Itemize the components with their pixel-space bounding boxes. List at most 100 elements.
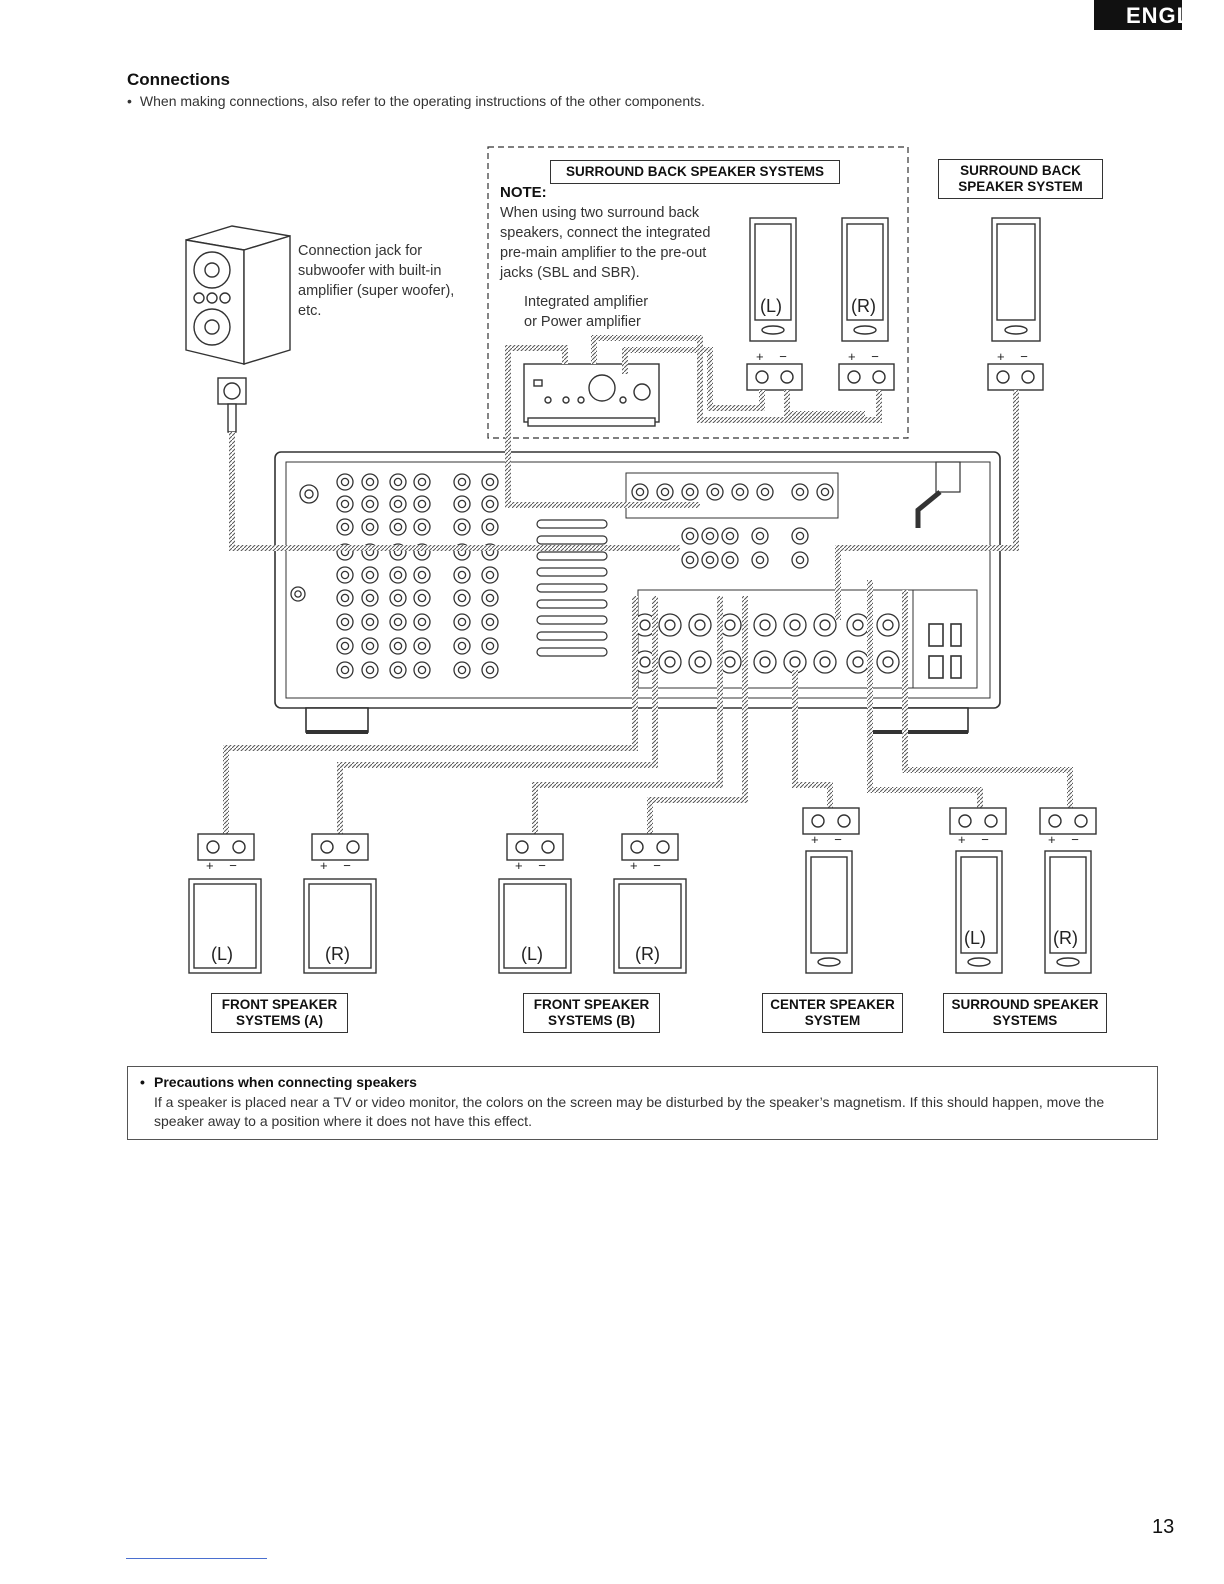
surround-back-speaker-single — [991, 217, 1041, 342]
jack-core — [882, 656, 894, 668]
integrated-amplifier-icon — [523, 363, 660, 427]
jack-core — [485, 665, 495, 675]
label-line: FRONT SPEAKER — [221, 997, 338, 1012]
jack-core — [660, 487, 670, 497]
note-line: pre-main amplifier to the pre-out — [500, 245, 707, 261]
subwoofer-caption-line: amplifier (super woofer), — [298, 283, 455, 299]
jack-core — [485, 522, 495, 532]
speaker-right-label: (R) — [325, 944, 350, 964]
footer-rule — [126, 1558, 267, 1559]
jack-core — [417, 570, 427, 580]
jack-core — [417, 593, 427, 603]
precautions-title: Precautions when connecting speakers — [140, 1074, 1147, 1090]
section-title: Connections — [127, 70, 230, 89]
jack-core — [393, 570, 403, 580]
jack-core — [789, 656, 801, 668]
jack-core — [417, 499, 427, 509]
jack-core — [819, 619, 831, 631]
jack-core — [685, 487, 695, 497]
jack-core — [795, 531, 805, 541]
label-line: SYSTEMS — [992, 1013, 1058, 1028]
precautions-box: Precautions when connecting speakers If … — [127, 1066, 1158, 1140]
jack-core — [694, 619, 706, 631]
jack-core — [457, 593, 467, 603]
jack-core — [789, 619, 801, 631]
jack-core — [304, 489, 314, 499]
speaker-terminals-top — [746, 363, 1044, 391]
jack-core — [820, 487, 830, 497]
surround-speaker-label: SURROUND SPEAKER SYSTEMS — [943, 993, 1107, 1033]
jack-core — [340, 522, 350, 532]
polarity-label: + − — [515, 858, 552, 873]
speaker-left-label: (L) — [521, 944, 543, 964]
jack-core — [852, 619, 864, 631]
subwoofer-caption: Connection jack for subwoofer with built… — [298, 241, 472, 321]
label-line: CENTER SPEAKER — [770, 997, 895, 1012]
jack-core — [365, 477, 375, 487]
subwoofer-caption-line: Connection jack for — [298, 243, 423, 259]
surround-back-systems-label: SURROUND BACK SPEAKER SYSTEMS — [550, 160, 840, 184]
front-speaker-b-label: FRONT SPEAKER SYSTEMS (B) — [523, 993, 660, 1033]
jack-core — [457, 641, 467, 651]
polarity-label: + − — [206, 858, 243, 873]
jack-core — [457, 570, 467, 580]
jack-core — [393, 522, 403, 532]
label-line: SURROUND SPEAKER — [951, 997, 1099, 1012]
jack-core — [393, 593, 403, 603]
intro-text: •When making connections, also refer to … — [127, 93, 705, 109]
subwoofer-caption-line: subwoofer with built-in — [298, 263, 442, 279]
jack-core — [725, 555, 735, 565]
jack-core — [365, 641, 375, 651]
jack-core — [393, 665, 403, 675]
jack-core — [393, 617, 403, 627]
jack-core — [760, 487, 770, 497]
amp-caption-line: or Power amplifier — [524, 314, 641, 330]
jack-core — [340, 499, 350, 509]
jack-core — [705, 555, 715, 565]
jack-core — [294, 590, 302, 598]
jack-core — [664, 656, 676, 668]
amplifier-caption: Integrated amplifier or Power amplifier — [524, 292, 648, 332]
front-speaker-a-label: FRONT SPEAKER SYSTEMS (A) — [211, 993, 348, 1033]
jack-core — [710, 487, 720, 497]
note-line: jacks (SBL and SBR). — [500, 265, 640, 281]
surround-back-speaker-right — [841, 217, 889, 342]
front-a-speakers — [188, 878, 377, 974]
polarity-label: + − — [958, 832, 995, 847]
jack-core — [635, 487, 645, 497]
jack-core — [340, 617, 350, 627]
jack-core — [485, 593, 495, 603]
polarity-label: + − — [848, 349, 885, 364]
subwoofer-jack-icon — [217, 377, 247, 433]
jack-core — [819, 656, 831, 668]
front-b-speakers — [498, 878, 687, 974]
jack-core — [457, 665, 467, 675]
jack-core — [485, 499, 495, 509]
jack-core — [393, 499, 403, 509]
jack-core — [457, 617, 467, 627]
rear-panel-jacks — [290, 473, 900, 679]
surround-speakers — [955, 850, 1092, 974]
jack-core — [417, 665, 427, 675]
jack-core — [759, 656, 771, 668]
jack-core — [340, 665, 350, 675]
jack-core — [365, 593, 375, 603]
jack-core — [639, 619, 651, 631]
subwoofer-icon — [185, 225, 291, 365]
jack-core — [639, 656, 651, 668]
speaker-terminals-bottom — [197, 807, 1097, 861]
jack-core — [340, 477, 350, 487]
jack-core — [340, 593, 350, 603]
jack-core — [365, 499, 375, 509]
jack-core — [365, 665, 375, 675]
jack-core — [735, 487, 745, 497]
polarity-label: + − — [811, 832, 848, 847]
label-line: FRONT SPEAKER — [533, 997, 650, 1012]
polarity-label: + − — [756, 349, 793, 364]
subwoofer-caption-line: etc. — [298, 303, 322, 319]
amp-caption-line: Integrated amplifier — [524, 294, 649, 310]
bullet: • — [127, 93, 132, 109]
jack-core — [457, 499, 467, 509]
jack-core — [664, 619, 676, 631]
jack-core — [882, 619, 894, 631]
